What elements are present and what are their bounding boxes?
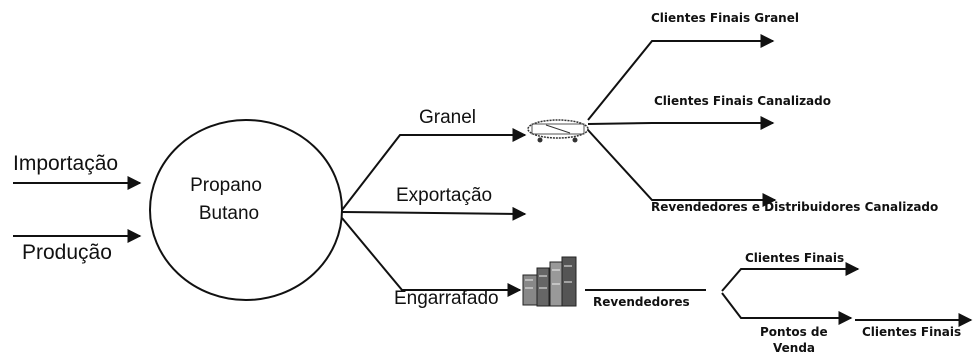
clientes-finais-arrow	[721, 262, 860, 292]
granel-label: Granel	[419, 107, 476, 128]
clientes-finais-granel-arrow	[587, 34, 775, 121]
exportacao-arrow	[341, 206, 527, 221]
tanker-truck-icon	[527, 119, 589, 143]
producao-label: Produção	[22, 241, 112, 264]
clientes-finais-granel-label: Clientes Finais Granel	[651, 11, 799, 25]
center-line-2: Butano	[199, 203, 259, 224]
revendedores-label: Revendedores	[593, 295, 690, 309]
clientes-finais-label: Clientes Finais	[745, 251, 844, 265]
granel-arrow	[341, 128, 527, 211]
pontos-de-venda-label-2: Venda	[773, 341, 815, 355]
clientes-finais-canalizado-label: Clientes Finais Canalizado	[654, 94, 831, 108]
engarrafado-arrow	[341, 217, 522, 297]
revendedores-distribuidores-arrow	[587, 129, 777, 207]
center-line-1: Propano	[190, 175, 262, 196]
revendedores-distribuidores-label: Revendedores e Distribuidores Canalizado	[651, 200, 938, 214]
engarrafado-label: Engarrafado	[394, 288, 499, 309]
pontos-de-venda-label-1: Pontos de	[760, 325, 828, 339]
clientes-finais-canalizado-arrow	[587, 116, 775, 130]
importacao-label: Importação	[13, 152, 118, 175]
gas-cylinders-icon	[522, 256, 577, 307]
clientes-finais-2-label: Clientes Finais	[862, 325, 961, 339]
pontos-de-venda-arrow	[721, 292, 853, 325]
exportacao-label: Exportação	[396, 185, 492, 206]
